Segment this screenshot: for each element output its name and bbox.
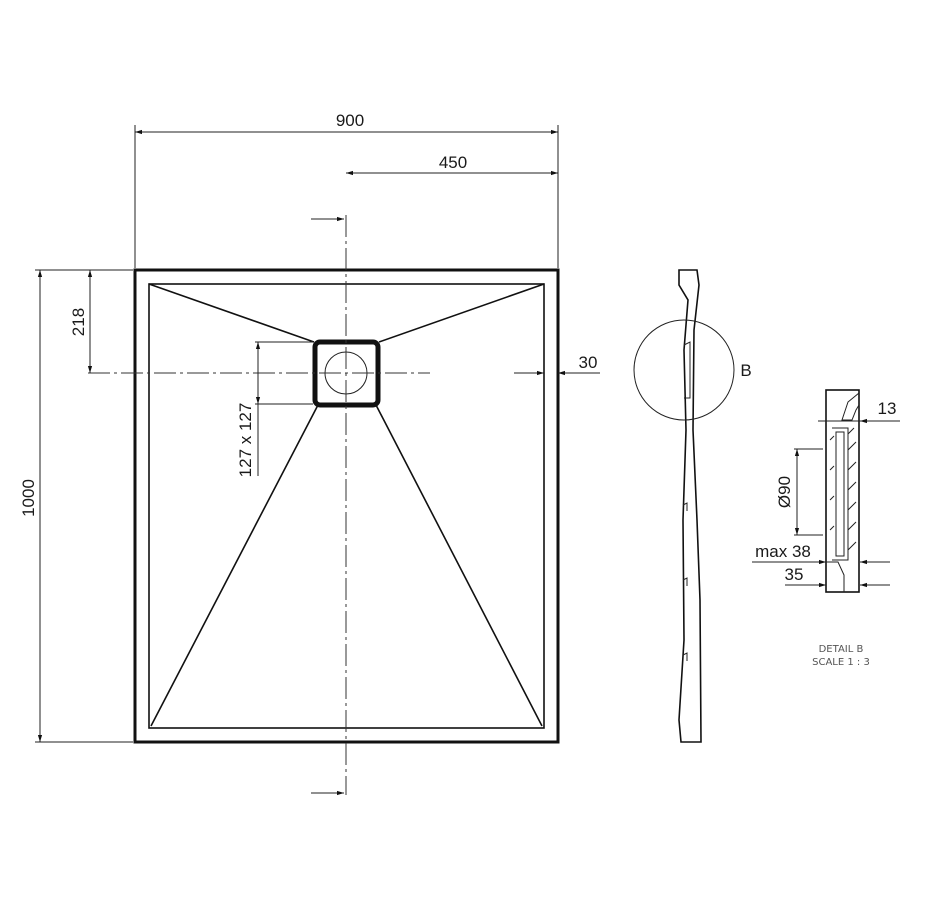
dim-label: 1000 bbox=[19, 479, 38, 517]
slope-line bbox=[148, 283, 315, 343]
dim-label: 900 bbox=[336, 111, 364, 130]
tray-side-view: B bbox=[633, 269, 752, 743]
dimension-30: 30 bbox=[514, 353, 600, 376]
dimension-1000: 1000 bbox=[19, 269, 133, 743]
detail-marker-label: B bbox=[740, 361, 751, 380]
dimension-218: 218 bbox=[69, 270, 93, 373]
slope-line bbox=[150, 404, 319, 727]
detail-b-circle bbox=[633, 319, 735, 421]
dim-label: 13 bbox=[878, 399, 897, 418]
dim-label: 127 x 127 bbox=[236, 403, 255, 478]
dim-label: 450 bbox=[439, 153, 467, 172]
detail-b-view: 13 Ø90 max 38 35 DETAIL B SCALE 1 : 3 bbox=[752, 389, 900, 668]
dimension-900: 900 bbox=[134, 111, 559, 268]
slope-line bbox=[378, 283, 545, 343]
dim-label: 35 bbox=[785, 565, 804, 584]
dim-label: 218 bbox=[69, 308, 88, 336]
detail-title: DETAIL B bbox=[819, 644, 864, 655]
dim-label: max 38 bbox=[755, 542, 811, 561]
detail-scale: SCALE 1 : 3 bbox=[812, 657, 870, 668]
dim-label: 30 bbox=[579, 353, 598, 372]
dimension-450: 450 bbox=[346, 153, 558, 176]
dim-label: Ø90 bbox=[775, 476, 794, 508]
tray-top-view bbox=[88, 215, 560, 795]
slope-line bbox=[375, 404, 543, 727]
dimension-drain-size: 127 x 127 bbox=[236, 341, 313, 478]
